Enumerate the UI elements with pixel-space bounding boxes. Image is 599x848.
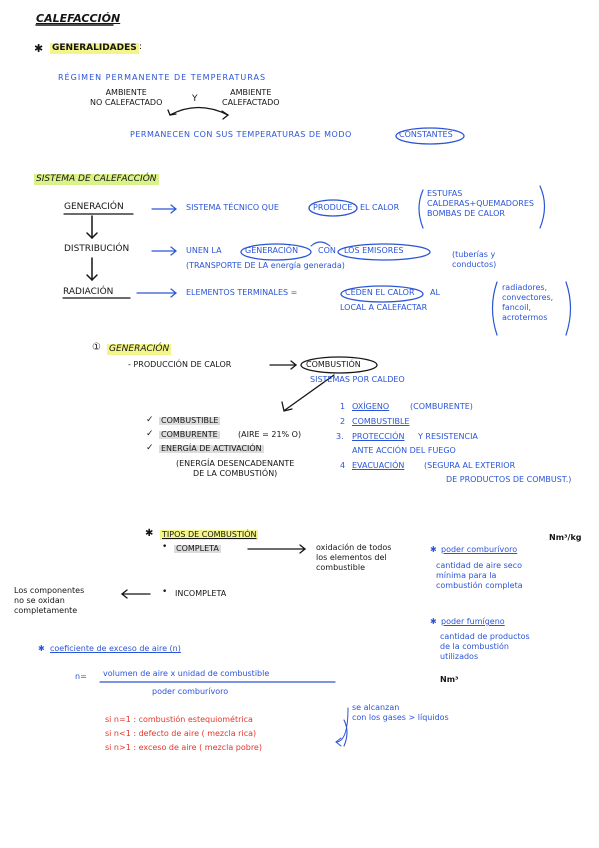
distribucion-desc-2: (TRANSPORTE DE LA energía generada): [186, 261, 345, 270]
list-item-3-rest: Y RESISTENCIA: [418, 432, 478, 441]
formula-denominator: poder comburívoro: [152, 687, 229, 696]
constantes-word: CONSTANTES: [399, 130, 453, 139]
incompleta-desc: Los componentes no se oxidan completamen…: [14, 586, 85, 615]
page-title: CALEFACCIÓN: [36, 12, 121, 25]
radiacion-desc-2: AL: [430, 288, 440, 297]
radiacion-label: RADIACIÓN: [63, 287, 114, 297]
check-comburente: COMBURENTE: [159, 430, 220, 439]
unit-nm3: Nm³: [440, 675, 459, 684]
ceden-word: CEDEN EL CALOR: [345, 288, 415, 297]
check-icon-3: ✓: [146, 443, 154, 453]
regimen-text: RÉGIMEN PERMANENTE DE TEMPERATURAS: [58, 73, 267, 82]
generacion-label: GENERACIÓN: [64, 202, 124, 212]
list-item-4-num: 4: [340, 461, 346, 470]
tipos-heading: TIPOS DE COMBUSTIÓN: [160, 530, 259, 540]
sistema-heading: SISTEMA DE CALEFACCIÓN: [34, 174, 159, 185]
formula-n: n=: [75, 672, 87, 681]
y-connector: Y: [192, 94, 198, 104]
produccion-text: - PRODUCCIÓN DE CALOR: [128, 360, 232, 369]
distribucion-desc-1: UNEN LA: [186, 246, 222, 255]
star-icon: ✱: [34, 42, 44, 55]
case-n-greater-1: si n>1 : exceso de aire ( mezcla pobre): [105, 743, 262, 752]
section-number: ①: [92, 342, 101, 353]
bullet-incompleta: •: [162, 587, 168, 597]
poder-fumigeno: poder fumígeno: [441, 617, 505, 626]
completa-desc: oxidación de todos los elementos del com…: [316, 543, 392, 572]
generacion-desc-2: EL CALOR: [360, 203, 400, 212]
emisores-word: LOS EMISORES: [344, 246, 404, 255]
poder-comburivoro: poder comburívoro: [441, 545, 518, 554]
formula-numerator: volumen de aire x unidad de combustible: [103, 669, 270, 678]
generacion-heading: GENERACIÓN: [107, 344, 172, 355]
con-word: CON: [318, 246, 336, 255]
tipos-star-icon: ✱: [145, 528, 154, 539]
poder-fum-desc: cantidad de productos de la combustión u…: [440, 632, 530, 661]
list-item-1-word: OXÍGENO: [352, 402, 390, 411]
case-n-less-1: si n<1 : defecto de aire ( mezcla rica): [105, 729, 257, 738]
generacion-desc-1: SISTEMA TÉCNICO QUE: [186, 203, 279, 212]
check-combustible: COMBUSTIBLE: [159, 416, 221, 425]
list-item-1-rest: (COMBURENTE): [410, 402, 473, 411]
produce-word: PRODUCE: [313, 203, 353, 212]
list-item-3-num: 3.: [336, 432, 344, 441]
combustion-word: COMBUSTIÓN: [306, 360, 361, 369]
coef-star: ✱: [38, 644, 45, 653]
case-n-equal-1: si n=1 : combustión estequiométrica: [105, 715, 253, 724]
list-item-2-word: COMBUSTIBLE: [352, 417, 410, 426]
radiadores-note: radiadores, convectores, fancoil, acrote…: [502, 283, 554, 322]
list-item-1-num: 1: [340, 402, 346, 411]
check-icon-2: ✓: [146, 429, 154, 439]
sistemas-caldeo: SISTEMAS POR CALDEO: [310, 375, 405, 384]
check-icon-1: ✓: [146, 415, 154, 425]
list-item-3b-rest: ANTE ACCIÓN DEL FUEGO: [352, 446, 456, 455]
poder-comb-star: ✱: [430, 545, 437, 554]
colon: :: [139, 42, 143, 52]
aire-note: (AIRE = 21% O): [238, 430, 302, 439]
energia-note: (ENERGÍA DESENCADENANTE DE LA COMBUSTIÓN…: [176, 459, 295, 478]
check-energia: ENERGÍA DE ACTIVACIÓN: [159, 444, 264, 453]
generacion-equipment: ESTUFAS CALDERAS+QUEMADORES BOMBAS DE CA…: [427, 189, 534, 218]
permanecen-text: PERMANECEN CON SUS TEMPERATURAS DE MODO: [130, 130, 352, 139]
distribucion-label: DISTRIBUCIÓN: [64, 244, 130, 254]
radiacion-desc-1: ELEMENTOS TERMINALES =: [186, 288, 298, 297]
tuberias-note: (tuberías y conductos): [452, 250, 497, 269]
unit-nm3-kg: Nm³/kg: [549, 533, 582, 542]
generalidades-heading: GENERALIDADES: [50, 43, 139, 54]
list-item-4-rest: (SEGURA AL EXTERIOR: [424, 461, 516, 470]
generacion-word: GENERACIÓN: [245, 246, 299, 255]
list-item-2-num: 2: [340, 417, 346, 426]
completa-label: COMPLETA: [174, 544, 221, 553]
poder-fum-star: ✱: [430, 617, 437, 626]
coeficiente-heading: coeficiente de exceso de aire (n): [50, 644, 181, 653]
list-item-4-word: EVACUACIÓN: [352, 461, 405, 470]
list-item-3-word: PROTECCIÓN: [352, 432, 405, 441]
ambiente-no-calefactado: AMBIENTE NO CALEFACTADO: [90, 88, 163, 107]
radiacion-desc-3: LOCAL A CALEFACTAR: [340, 303, 428, 312]
list-item-4b-rest: DE PRODUCTOS DE COMBUST.): [446, 475, 572, 484]
incompleta-label: INCOMPLETA: [175, 589, 227, 598]
poder-comb-desc: cantidad de aire seco mínima para la com…: [436, 561, 523, 590]
bullet-completa: •: [162, 542, 168, 552]
gases-note: se alcanzan con los gases > líquidos: [352, 703, 449, 722]
ambiente-calefactado: AMBIENTE CALEFACTADO: [222, 88, 280, 107]
